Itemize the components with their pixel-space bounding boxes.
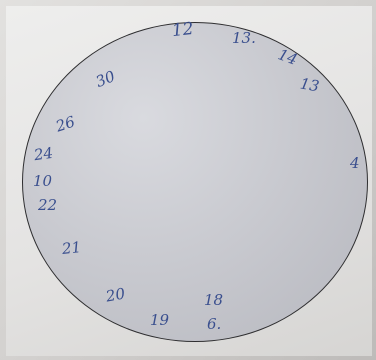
label-10: 10 [33,174,52,189]
label-19: 19 [150,313,169,328]
label-20: 20 [105,286,126,304]
label-13-top: 13. [232,31,256,46]
label-18: 18 [204,293,223,308]
label-22: 22 [38,198,57,213]
label-4: 4 [350,156,360,171]
label-21: 21 [61,240,82,257]
label-6: 6. [207,317,221,332]
label-12: 12 [171,21,194,40]
drawn-circle [22,22,368,342]
label-24: 24 [33,146,54,164]
label-13-right: 13 [299,76,320,94]
